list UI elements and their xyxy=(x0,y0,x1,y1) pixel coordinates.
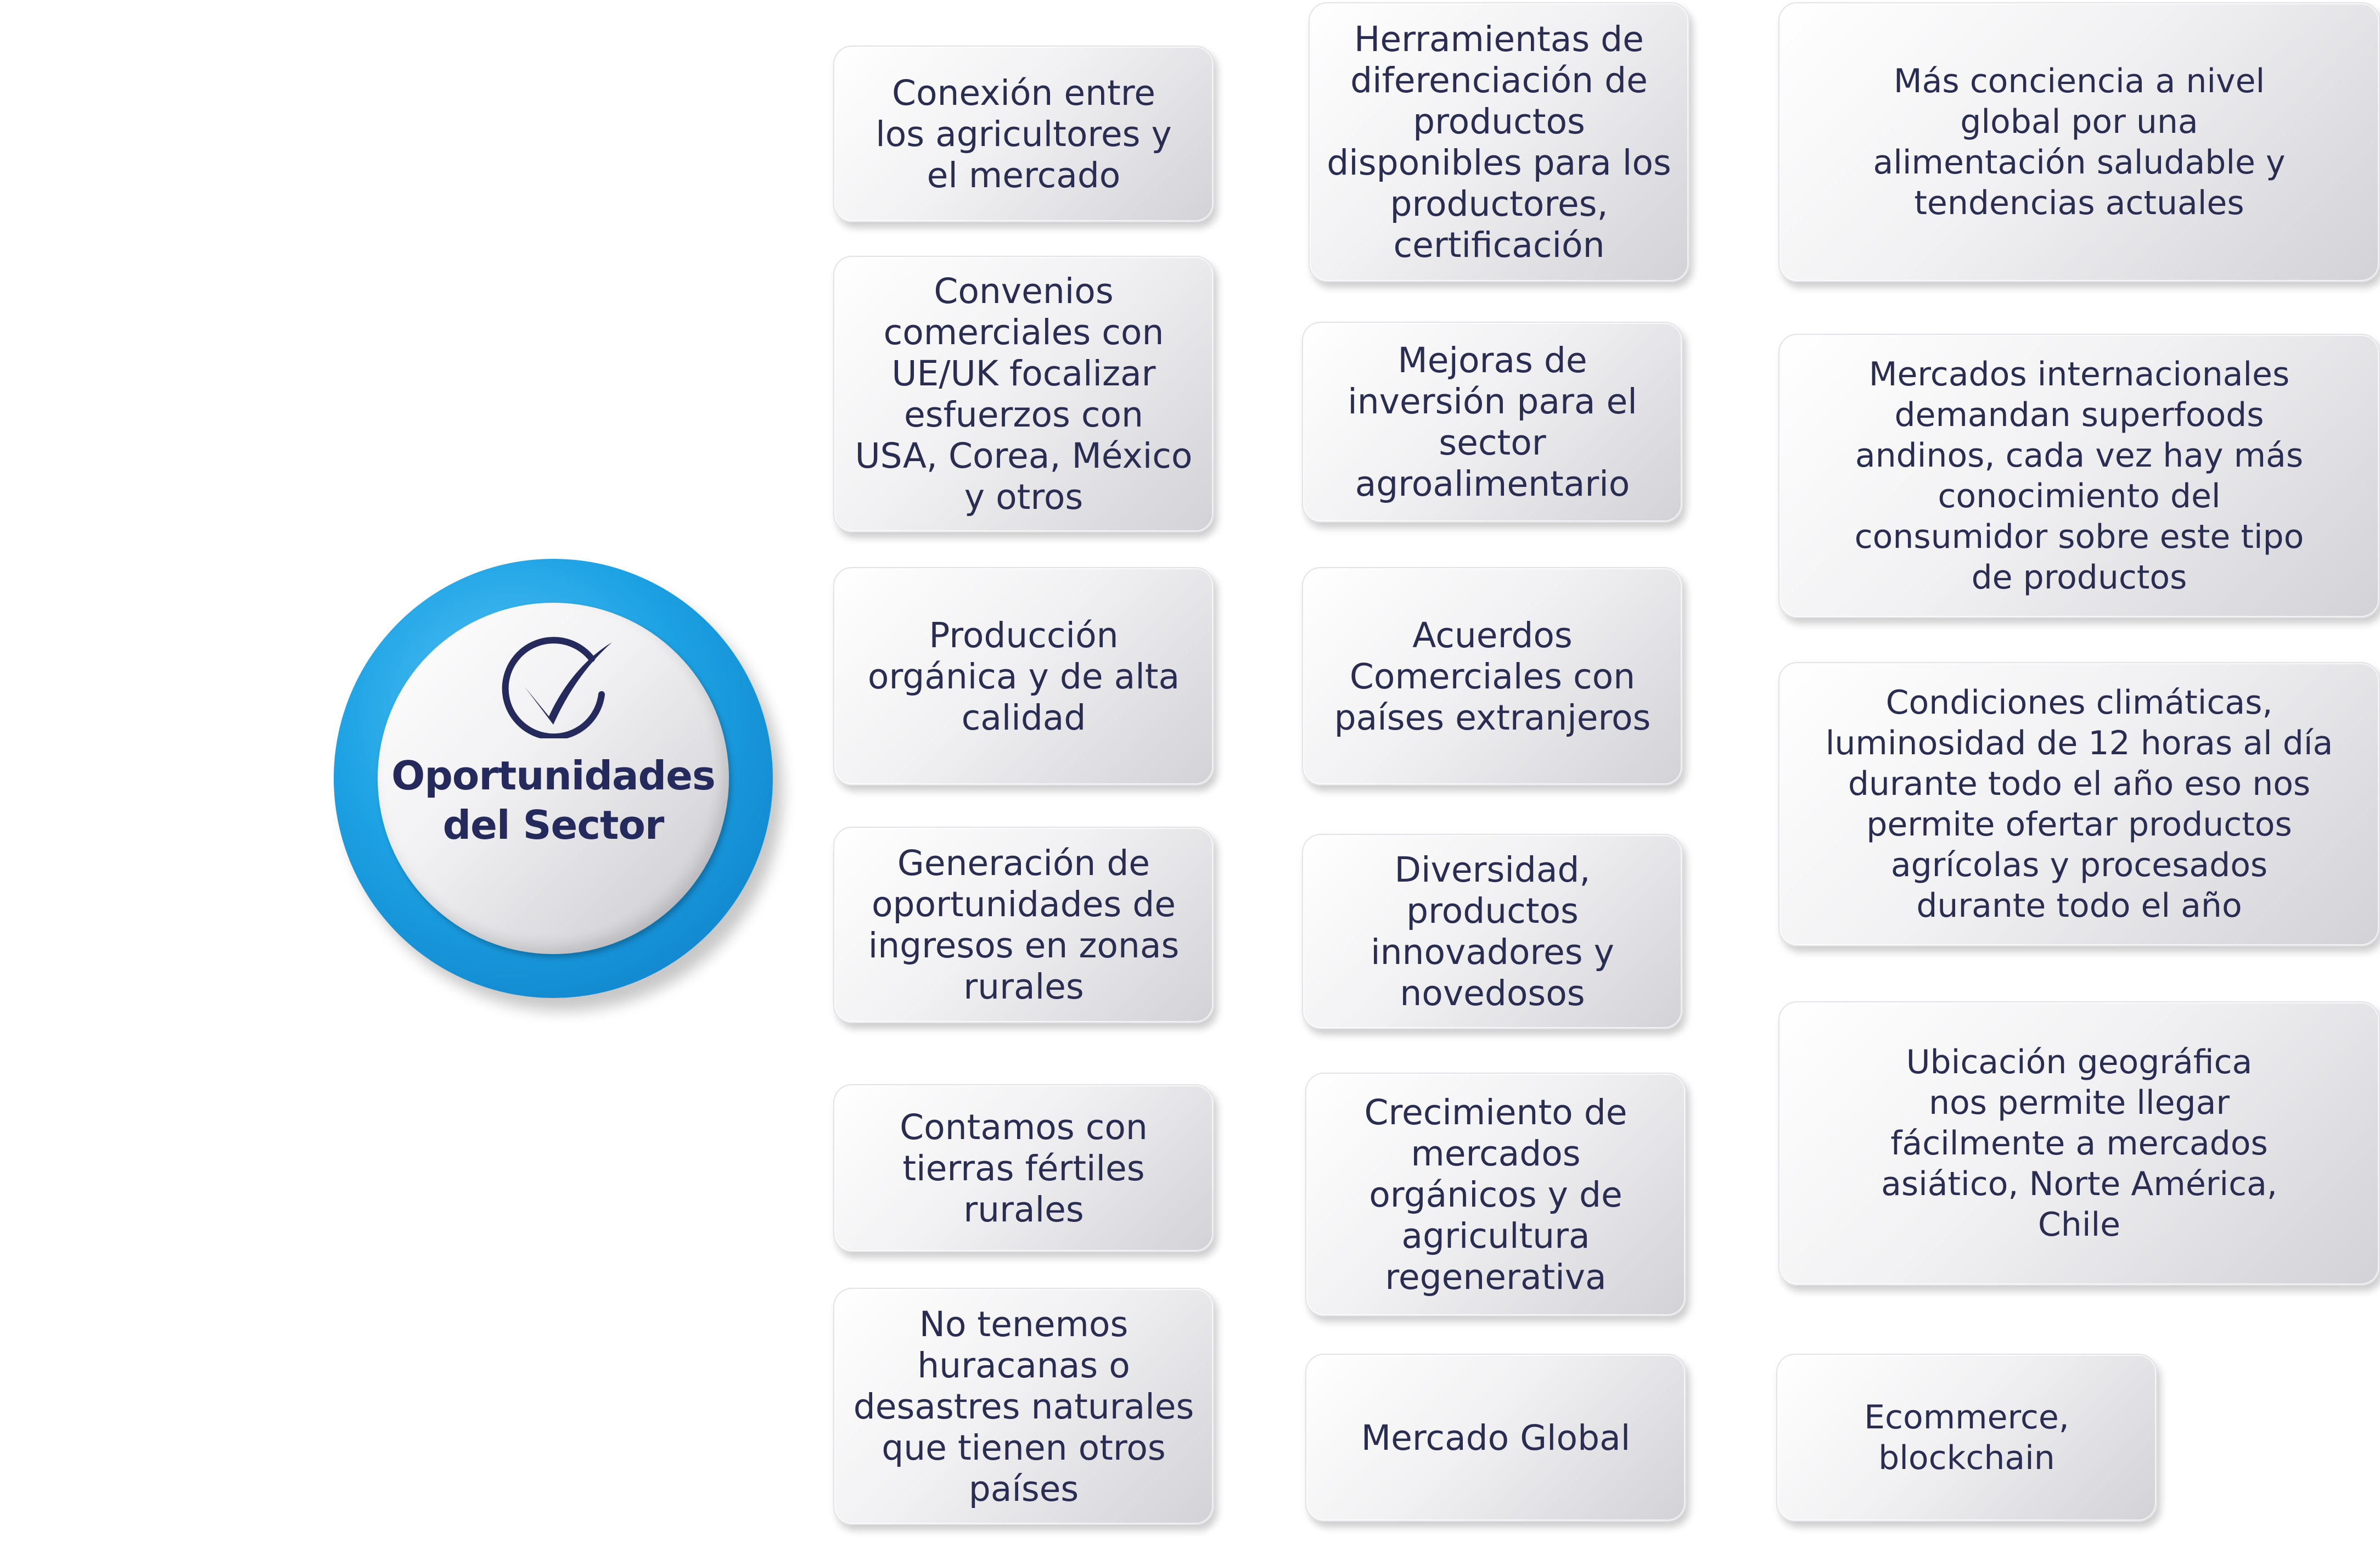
card-organic-markets-growth: Crecimiento de mercados orgánicos y de a… xyxy=(1305,1073,1686,1316)
card-global-market: Mercado Global xyxy=(1305,1354,1686,1522)
card-text: Acuerdos Comerciales con países extranje… xyxy=(1334,615,1651,738)
card-text: Conexión entre los agricultores y el mer… xyxy=(875,72,1172,195)
card-text: Diversidad, productos innovadores y nove… xyxy=(1371,850,1614,1013)
center-title-line-1: Oportunidades xyxy=(391,753,716,799)
card-andean-superfoods: Mercados internacionales demandan superf… xyxy=(1778,334,2380,618)
card-trade-agreements-eu-uk: Convenios comerciales con UE/UK focaliza… xyxy=(833,256,1214,532)
card-healthy-food-awareness: Más conciencia a nivel global por una al… xyxy=(1778,2,2380,282)
card-text: Condiciones climáticas, luminosidad de 1… xyxy=(1825,683,2333,925)
checkmark-circle-icon xyxy=(502,637,612,738)
card-text: Mercados internacionales demandan superf… xyxy=(1854,355,2304,597)
card-text: Mercado Global xyxy=(1361,1417,1631,1458)
card-foreign-trade-agreements: Acuerdos Comerciales con países extranje… xyxy=(1302,567,1683,786)
card-farmers-market-connection: Conexión entre los agricultores y el mer… xyxy=(833,46,1214,222)
card-text: Herramientas de diferenciación de produc… xyxy=(1327,19,1671,265)
card-fertile-lands: Contamos con tierras fértiles rurales xyxy=(833,1084,1214,1252)
card-climate-conditions: Condiciones climáticas, luminosidad de 1… xyxy=(1778,662,2380,946)
center-badge-disc xyxy=(378,603,729,954)
card-text: Mejoras de inversión para el sector agro… xyxy=(1348,340,1637,504)
card-organic-production: Producción orgánica y de alta calidad xyxy=(833,567,1214,786)
card-text: Producción orgánica y de alta calidad xyxy=(867,615,1180,738)
card-text: Crecimiento de mercados orgánicos y de a… xyxy=(1364,1092,1627,1297)
card-ecommerce-blockchain: Ecommerce, blockchain xyxy=(1776,1354,2157,1522)
card-rural-income: Generación de oportunidades de ingresos … xyxy=(833,827,1214,1023)
center-title: Oportunidades del Sector xyxy=(378,751,729,850)
card-text: Generación de oportunidades de ingresos … xyxy=(868,843,1180,1007)
card-text: Contamos con tierras fértiles rurales xyxy=(900,1107,1148,1230)
card-differentiation-tools: Herramientas de diferenciación de produc… xyxy=(1309,2,1689,282)
card-investment-improvements: Mejoras de inversión para el sector agro… xyxy=(1302,322,1683,523)
card-diversity-products: Diversidad, productos innovadores y nove… xyxy=(1302,834,1683,1029)
card-geographic-location: Ubicación geográfica nos permite llegar … xyxy=(1778,1001,2380,1286)
card-text: Convenios comerciales con UE/UK focaliza… xyxy=(855,271,1193,517)
card-text: No tenemos huracanas o desastres natural… xyxy=(853,1304,1194,1509)
card-text: Más conciencia a nivel global por una al… xyxy=(1873,62,2286,222)
card-no-hurricanes: No tenemos huracanas o desastres natural… xyxy=(833,1288,1214,1525)
card-text: Ecommerce, blockchain xyxy=(1864,1398,2069,1477)
card-text: Ubicación geográfica nos permite llegar … xyxy=(1881,1043,2277,1244)
center-title-line-2: del Sector xyxy=(442,802,665,848)
